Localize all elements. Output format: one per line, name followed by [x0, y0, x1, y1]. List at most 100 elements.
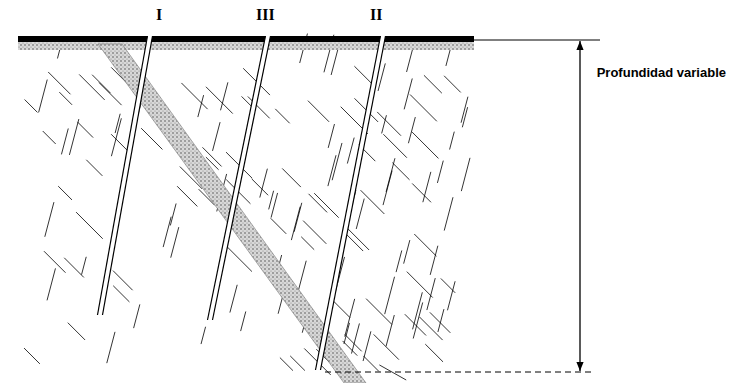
- fracture-stroke: [374, 334, 399, 359]
- fracture-stroke: [441, 278, 455, 292]
- fracture-stroke: [396, 250, 402, 272]
- dimension-arrow: [579, 41, 580, 371]
- fracture-stroke: [424, 75, 442, 93]
- fracture-stroke: [352, 323, 360, 353]
- fracture-stroke: [79, 74, 104, 99]
- fracture-stroke: [282, 168, 301, 187]
- fracture-stroke: [444, 197, 453, 230]
- fracture-stroke: [412, 132, 438, 158]
- fracture-stroke: [25, 100, 38, 113]
- fracture-stroke: [385, 277, 395, 314]
- fracture-stroke: [461, 158, 470, 191]
- fracture-stroke: [47, 268, 55, 300]
- fracture-stroke: [309, 194, 328, 213]
- fracture-stroke: [241, 311, 246, 331]
- fracture-stroke: [347, 138, 354, 164]
- soil-layer: [18, 42, 474, 50]
- fracture-stroke: [58, 186, 72, 200]
- fracture-stroke: [252, 179, 268, 195]
- fracture-stroke: [328, 124, 334, 148]
- fracture-stroke: [299, 261, 307, 290]
- fracture-stroke: [382, 115, 387, 133]
- fracture-stroke: [230, 285, 237, 313]
- fracture-stroke: [407, 48, 413, 72]
- fracture-stroke: [356, 199, 364, 229]
- fracture-stroke: [141, 128, 162, 149]
- dimension-extension: [325, 372, 592, 373]
- fracture-stroke: [48, 72, 70, 94]
- fracture-stroke: [392, 163, 409, 180]
- fracture-stroke: [407, 272, 433, 298]
- hole-label: I: [156, 6, 162, 24]
- fracture-stroke: [280, 358, 293, 371]
- fracture-stroke: [68, 323, 85, 340]
- fracture-stroke: [408, 117, 415, 143]
- hole-label: II: [370, 6, 382, 24]
- fracture-stroke: [290, 356, 305, 371]
- fracture-stroke: [405, 314, 426, 335]
- fracture-stroke: [331, 48, 338, 75]
- fracture-stroke: [213, 122, 221, 151]
- fracture-stroke: [134, 304, 140, 328]
- fracture-stroke: [77, 122, 93, 138]
- fracture-stroke: [404, 78, 412, 109]
- ground-surface: [18, 36, 474, 42]
- drill-hole: [316, 36, 386, 370]
- fracture-stroke: [308, 101, 329, 122]
- fracture-stroke: [291, 207, 300, 241]
- fracture-stroke: [113, 286, 129, 302]
- fracture-stroke: [201, 327, 206, 344]
- hole-label: III: [256, 6, 275, 24]
- fracture-stroke: [386, 158, 395, 192]
- rock-fractures: [24, 34, 470, 380]
- fracture-stroke: [294, 203, 302, 232]
- fracture-stroke: [437, 161, 443, 183]
- fracture-stroke: [461, 97, 468, 123]
- fracture-stroke: [177, 186, 197, 206]
- fracture-stroke: [107, 332, 115, 363]
- fracture-stroke: [206, 87, 233, 114]
- fracture-stroke: [412, 183, 431, 202]
- fracture-stroke: [404, 240, 410, 264]
- fracture-stroke: [450, 132, 455, 150]
- fracture-stroke: [171, 227, 179, 258]
- fracture-stroke: [425, 344, 443, 362]
- drill-holes: [98, 36, 386, 370]
- dimension-label: Profundidad variable: [597, 66, 726, 80]
- fracture-stroke: [64, 258, 84, 278]
- fracture-stroke: [438, 309, 444, 332]
- fracture-stroke: [444, 76, 461, 93]
- fracture-stroke: [69, 119, 78, 155]
- fracture-stroke: [333, 301, 350, 318]
- fracture-stroke: [410, 95, 437, 122]
- fracture-stroke: [462, 107, 467, 127]
- fracture-stroke: [43, 131, 56, 144]
- fracture-stroke: [427, 278, 435, 310]
- fracture-stroke: [115, 114, 120, 133]
- fracture-stroke: [363, 331, 371, 361]
- fracture-stroke: [414, 234, 436, 256]
- fracture-stroke: [163, 217, 171, 247]
- fracture-stroke: [332, 143, 342, 180]
- fracture-stroke: [76, 212, 103, 239]
- fracture-stroke: [86, 160, 102, 176]
- drill-hole: [208, 36, 271, 320]
- fracture-stroke: [271, 218, 287, 234]
- drill-hole: [98, 36, 153, 315]
- fracture-stroke: [345, 335, 362, 352]
- fracture-stroke: [383, 134, 407, 158]
- fracture-stroke: [275, 109, 289, 123]
- fracture-stroke: [361, 190, 385, 214]
- fracture-stroke: [39, 80, 48, 113]
- dimension-extension: [474, 40, 600, 41]
- fracture-stroke: [198, 95, 204, 117]
- fracture-stroke: [345, 226, 369, 250]
- fracture-stroke: [344, 323, 350, 344]
- fracture-stroke: [111, 118, 121, 156]
- fracture-stroke: [447, 281, 455, 310]
- fracture-stroke: [379, 365, 406, 380]
- fracture-stroke: [221, 82, 228, 110]
- fracture-stroke: [363, 356, 378, 371]
